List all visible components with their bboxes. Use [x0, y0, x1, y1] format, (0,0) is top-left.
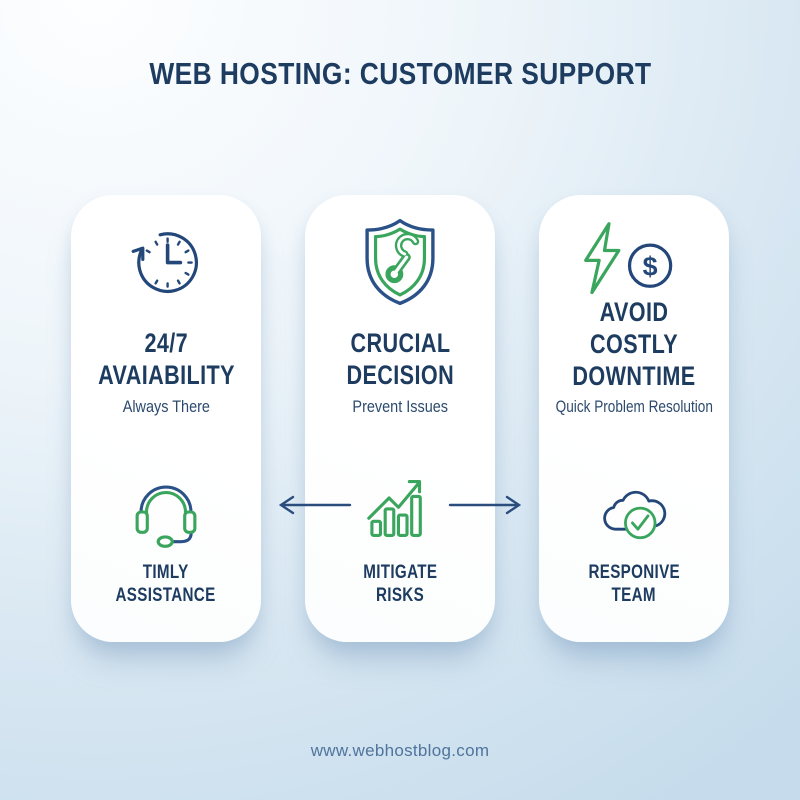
growth-chart-icon [305, 473, 495, 551]
card-heading: AVOID COSTLY DOWNTIME [572, 297, 696, 391]
card-subtitle: Quick Problem Resolution [555, 397, 713, 416]
card-subtitle: Always There [122, 397, 210, 416]
card-label: RESPONIVE TEAM [588, 562, 680, 606]
card-subtitle: Prevent Issues [352, 397, 448, 416]
card-label: TIMLY ASSISTANCE [115, 562, 217, 606]
card-label: MITIGATE RISKS [362, 562, 438, 606]
page-title: WEB HOSTING: CUSTOMER SUPPORT [148, 56, 652, 91]
card-heading: CRUCIAL DECISION [346, 328, 454, 390]
lightning-dollar-icon: $ [539, 221, 729, 297]
shield-wrench-icon [305, 215, 495, 309]
card-avoid-downtime: $ AVOID COSTLY DOWNTIME Quick Problem Re… [539, 195, 729, 642]
cards-row: 24/7 AVAIABILITY Always There TIMLY ASSI… [0, 195, 800, 642]
footer-url: www.webhostblog.com [310, 741, 490, 760]
arrow-right-icon [448, 494, 526, 516]
arrow-left-icon [274, 494, 352, 516]
clock-refresh-icon [71, 221, 261, 301]
svg-text:$: $ [643, 252, 658, 282]
headset-icon [71, 473, 261, 551]
cloud-check-icon [539, 473, 729, 551]
card-heading: 24/7 AVAIABILITY [97, 328, 235, 390]
card-availability: 24/7 AVAIABILITY Always There TIMLY ASSI… [71, 195, 261, 642]
card-crucial-decision: CRUCIAL DECISION Prevent Issues MITIGATE… [305, 195, 495, 642]
